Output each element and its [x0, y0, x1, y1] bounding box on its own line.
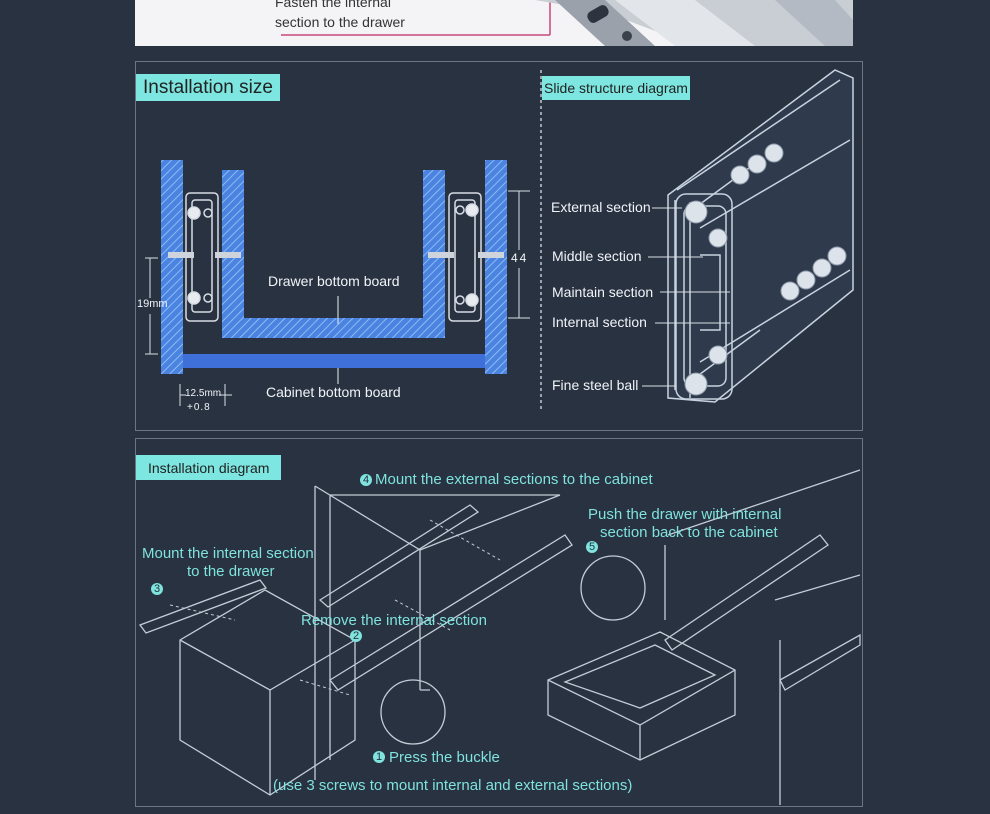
step-4-text: Mount the external sections to the cabin…: [375, 471, 653, 488]
cabinet-bottom-board: [183, 354, 485, 368]
installation-diagram-panel: [135, 438, 863, 807]
screws: [168, 252, 504, 258]
banner-line-1: Fasten the internal: [275, 0, 391, 10]
left-cabinet-wall: [161, 160, 183, 374]
step-4-badge: 4: [363, 474, 370, 486]
right-cabinet-wall: [485, 160, 507, 374]
step-2-badge: 2: [353, 630, 360, 642]
dim-12-5mm: 12.5mm: [185, 388, 222, 399]
dim-19mm: 19mm: [137, 298, 168, 310]
installation-diagram-title: Installation diagram: [136, 455, 282, 480]
drawer-profile: [222, 170, 445, 338]
maintain-section-label: Maintain section: [552, 284, 654, 300]
step-1-badge: 1: [376, 751, 383, 763]
middle-section-label: Middle section: [552, 248, 642, 264]
dim-tolerance: +0.8: [187, 402, 211, 413]
step-3-line-1: Mount the internal section: [142, 545, 314, 562]
cabinet-bottom-label: Cabinet bottom board: [266, 384, 401, 400]
banner-slide-illustration: [281, 0, 853, 46]
step-3-line-2: to the drawer: [187, 563, 275, 580]
drawer-bottom-label: Drawer bottom board: [268, 273, 400, 289]
external-section-label: External section: [551, 199, 651, 215]
installation-size-panel: [135, 61, 863, 431]
step-5-badge: 5: [589, 541, 596, 553]
structure-title: Slide structure diagram: [542, 76, 690, 100]
top-banner-image: Fasten the internal section to the drawe…: [135, 0, 853, 46]
step-1-text: Press the buckle: [389, 749, 500, 766]
step-5-line-2: section back to the cabinet: [600, 524, 778, 541]
steel-ball-label: Fine steel ball: [552, 377, 639, 393]
step-2-text: Remove the internal section: [301, 612, 487, 629]
dim-44: 44: [511, 251, 529, 265]
internal-section-label: Internal section: [552, 314, 647, 330]
installation-size-title: Installation size: [136, 74, 280, 101]
step-5-line-1: Push the drawer with internal: [588, 506, 782, 523]
installation-note: (use 3 screws to mount internal and exte…: [273, 777, 633, 794]
banner-line-2: section to the drawer: [275, 14, 405, 30]
step-3-badge: 3: [154, 583, 161, 595]
banner-caption: Fasten the internal section to the drawe…: [275, 0, 405, 32]
